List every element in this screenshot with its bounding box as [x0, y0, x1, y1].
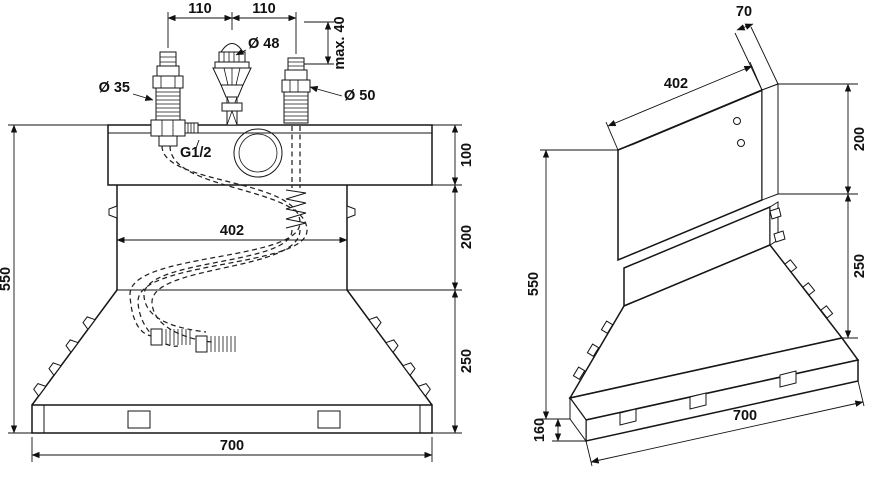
dim-label-100: 100 [459, 143, 475, 167]
front-view: 110 110 max. 40 Ø 35 Ø 48 Ø 50 G1/2 402 [0, 1, 475, 462]
side-body-outline [568, 83, 860, 443]
dim-label-pitch-left: 110 [188, 1, 211, 17]
side-dimensions: 402 70 200 250 550 160 700 [526, 4, 868, 467]
dim-label-700-side: 700 [733, 408, 757, 424]
dim-label-402-side: 402 [664, 76, 688, 92]
front-right-valve [281, 57, 311, 229]
dim-label-200-side: 200 [852, 127, 868, 151]
dim-label-200: 200 [459, 225, 475, 249]
dim-label-dia50: Ø 50 [344, 88, 375, 104]
front-middle-cartridge [212, 43, 252, 126]
front-clips [33, 205, 431, 397]
front-hose-connectors [150, 328, 236, 353]
hose-coil [285, 189, 307, 229]
dim-label-402: 402 [220, 223, 244, 239]
dim-label-max40: max. 40 [332, 16, 348, 69]
dim-label-250-side: 250 [852, 254, 868, 278]
dim-label-160: 160 [532, 418, 548, 442]
front-dimensions: 110 110 max. 40 Ø 35 Ø 48 Ø 50 G1/2 402 [0, 1, 475, 462]
dim-label-70: 70 [736, 4, 752, 20]
front-hose-loop [233, 128, 283, 178]
front-body-outline [31, 124, 433, 434]
side-clips [572, 207, 834, 380]
front-hoses [129, 126, 308, 347]
panel-hole [733, 117, 741, 125]
panel-hole [737, 139, 745, 147]
base-foot [779, 370, 797, 388]
dim-label-pitch-right: 110 [252, 1, 275, 17]
dim-label-250: 250 [459, 349, 475, 373]
dim-label-550: 550 [0, 267, 14, 291]
dim-label-dia35: Ø 35 [99, 80, 130, 96]
dim-label-dia48: Ø 48 [248, 36, 279, 52]
thread-label-g12: G1/2 [180, 145, 211, 161]
front-left-valve [150, 51, 199, 147]
dim-label-700: 700 [220, 438, 244, 454]
side-view: 402 70 200 250 550 160 700 [526, 4, 868, 467]
dim-label-550-side: 550 [526, 272, 542, 296]
